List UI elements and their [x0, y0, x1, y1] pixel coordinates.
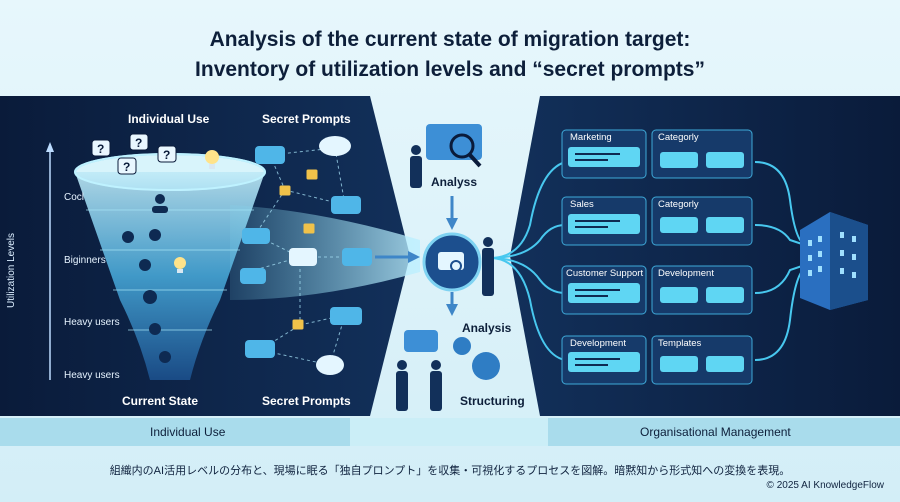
- heading-secret-prompts-bottom: Secret Prompts: [262, 394, 351, 408]
- title-line-1: Analysis of the current state of migrati…: [209, 28, 691, 51]
- group-label-left: Marketing: [570, 132, 612, 143]
- group-label-left: Sales: [570, 199, 594, 210]
- building-icon: [800, 212, 868, 310]
- lightbulb-icon: [205, 150, 219, 169]
- heading-secret-prompts-top: Secret Prompts: [262, 112, 351, 126]
- svg-text:?: ?: [123, 160, 130, 174]
- magnifier-icon: [438, 252, 464, 272]
- footer-description: 組織内のAI活用レベルの分布と、現場に眠る「独自プロンプト」を収集・可視化するプ…: [109, 465, 791, 477]
- footer-copyright: © 2025 AI KnowledgeFlow: [766, 480, 884, 491]
- label-analysis: Analysis: [462, 321, 512, 335]
- heading-individual-use: Individual Use: [128, 112, 210, 126]
- chat-bubble-icon: [316, 136, 351, 375]
- gear-icon: [453, 337, 500, 380]
- svg-text:?: ?: [163, 148, 170, 162]
- band-individual-use: Individual Use: [150, 425, 226, 439]
- label-current-state: Current State: [122, 394, 199, 408]
- chat-bubble-icon: [240, 146, 372, 358]
- lightbulb-icon: [174, 257, 186, 273]
- svg-text:?: ?: [135, 136, 142, 150]
- band-organisational-management: Organisational Management: [640, 425, 791, 439]
- svg-text:?: ?: [97, 142, 104, 156]
- level-label: Biginners: [64, 255, 106, 266]
- group-label-right: Categorly: [658, 132, 699, 143]
- magnifier-icon: [426, 124, 482, 168]
- question-icon: [91, 133, 177, 175]
- title-line-2: Inventory of utilization levels and “sec…: [195, 58, 705, 81]
- chat-bubble-icon: [404, 330, 438, 352]
- level-label: Cocl: [64, 192, 85, 203]
- group-label-right: Templates: [658, 338, 702, 349]
- group-label-left: Customer Support: [566, 268, 644, 279]
- group-label-left: Development: [570, 338, 626, 349]
- label-analyss: Analyss: [431, 175, 478, 189]
- lock-icon: [279, 169, 318, 330]
- group-label-right: Categorly: [658, 199, 699, 210]
- group-label-right: Development: [658, 268, 714, 279]
- person-icon: [396, 145, 494, 411]
- gear-icon: [122, 229, 171, 363]
- level-label: Heavy users: [64, 370, 120, 381]
- label-structuring: Structuring: [460, 394, 525, 408]
- axis-utilization-levels: Utilization Levels: [6, 232, 18, 309]
- level-label: Heavy users: [64, 317, 120, 328]
- user-icon: [152, 194, 168, 213]
